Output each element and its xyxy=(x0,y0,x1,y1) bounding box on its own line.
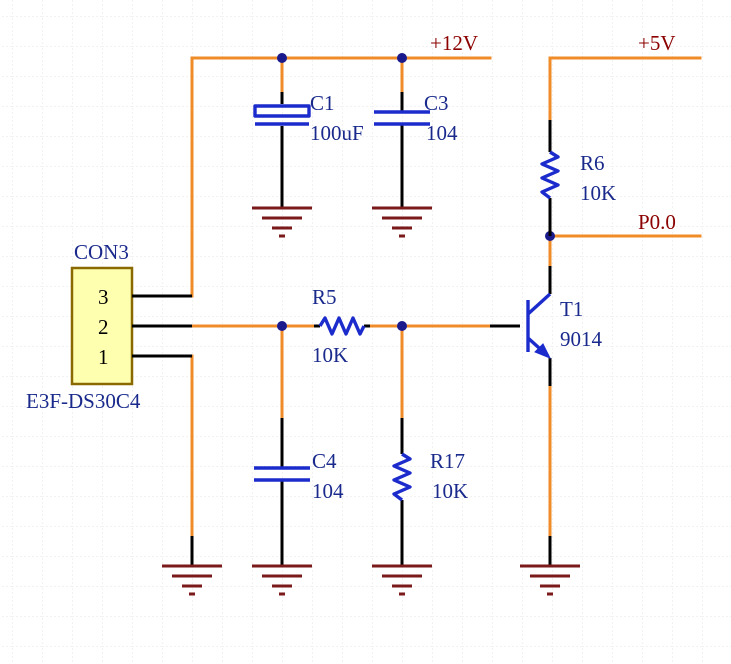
wires xyxy=(190,56,702,538)
t1-emitter-arrow xyxy=(534,343,552,359)
net-label-5v: +5V xyxy=(638,31,676,55)
r5-zigzag xyxy=(318,316,366,336)
c4-value-label: 104 xyxy=(312,479,344,503)
connector-pin-1: 1 xyxy=(98,345,109,369)
c1-value-label: 100uF xyxy=(310,121,364,145)
transistor-t1[interactable]: T1 9014 xyxy=(490,266,603,386)
t1-ref-label: T1 xyxy=(560,297,583,321)
connector-body xyxy=(70,266,134,386)
capacitor-c4[interactable]: C4 104 xyxy=(254,418,344,536)
junction-dot xyxy=(397,321,407,331)
junction-dot xyxy=(277,321,287,331)
capacitor-c1[interactable]: C1 100uF xyxy=(253,91,364,178)
ground-icon xyxy=(520,536,580,596)
c1-ref-label: C1 xyxy=(310,91,335,115)
wire-12v-rail xyxy=(190,56,492,298)
connector-ref-label: CON3 xyxy=(74,240,129,264)
r17-value-label: 10K xyxy=(432,479,468,503)
t1-value-label: 9014 xyxy=(560,327,603,351)
connector-pin-2: 2 xyxy=(98,315,109,339)
resistor-r6[interactable]: R6 10K xyxy=(540,120,616,236)
r17-zigzag xyxy=(392,452,412,502)
c4-ref-label: C4 xyxy=(312,449,337,473)
ground-icon xyxy=(252,536,312,596)
connector-pin-3: 3 xyxy=(98,285,109,309)
ground-icon xyxy=(162,536,222,596)
connector-pin-leads xyxy=(132,294,192,358)
r6-zigzag xyxy=(540,150,560,200)
c3-plates xyxy=(374,110,430,126)
resistor-r17[interactable]: R17 10K xyxy=(392,418,468,536)
net-label-p00: P0.0 xyxy=(638,210,676,234)
connector-con3[interactable]: 3 2 1 CON3 E3F-DS30C4 xyxy=(26,240,192,413)
r6-ref-label: R6 xyxy=(580,151,605,175)
junction-dot xyxy=(277,53,287,63)
r6-value-label: 10K xyxy=(580,181,616,205)
connector-part-label: E3F-DS30C4 xyxy=(26,389,141,413)
resistor-r5[interactable]: R5 10K xyxy=(312,285,370,367)
c4-plates xyxy=(254,466,310,482)
ground-symbols xyxy=(162,178,580,596)
t1-collector xyxy=(526,292,552,316)
ground-icon xyxy=(252,178,312,238)
junctions xyxy=(277,53,555,331)
capacitor-c3[interactable]: C3 104 xyxy=(374,91,458,178)
t1-leads xyxy=(490,266,552,386)
r5-value-label: 10K xyxy=(312,343,348,367)
c3-value-label: 104 xyxy=(426,121,458,145)
ground-icon xyxy=(372,178,432,238)
r5-ref-label: R5 xyxy=(312,285,337,309)
net-label-12v: +12V xyxy=(430,31,478,55)
ground-icon xyxy=(372,536,432,596)
c1-plate-positive xyxy=(253,104,311,118)
r17-ref-label: R17 xyxy=(430,449,465,473)
c3-ref-label: C3 xyxy=(424,91,449,115)
wire-5v-rail xyxy=(548,56,702,122)
junction-dot xyxy=(397,53,407,63)
